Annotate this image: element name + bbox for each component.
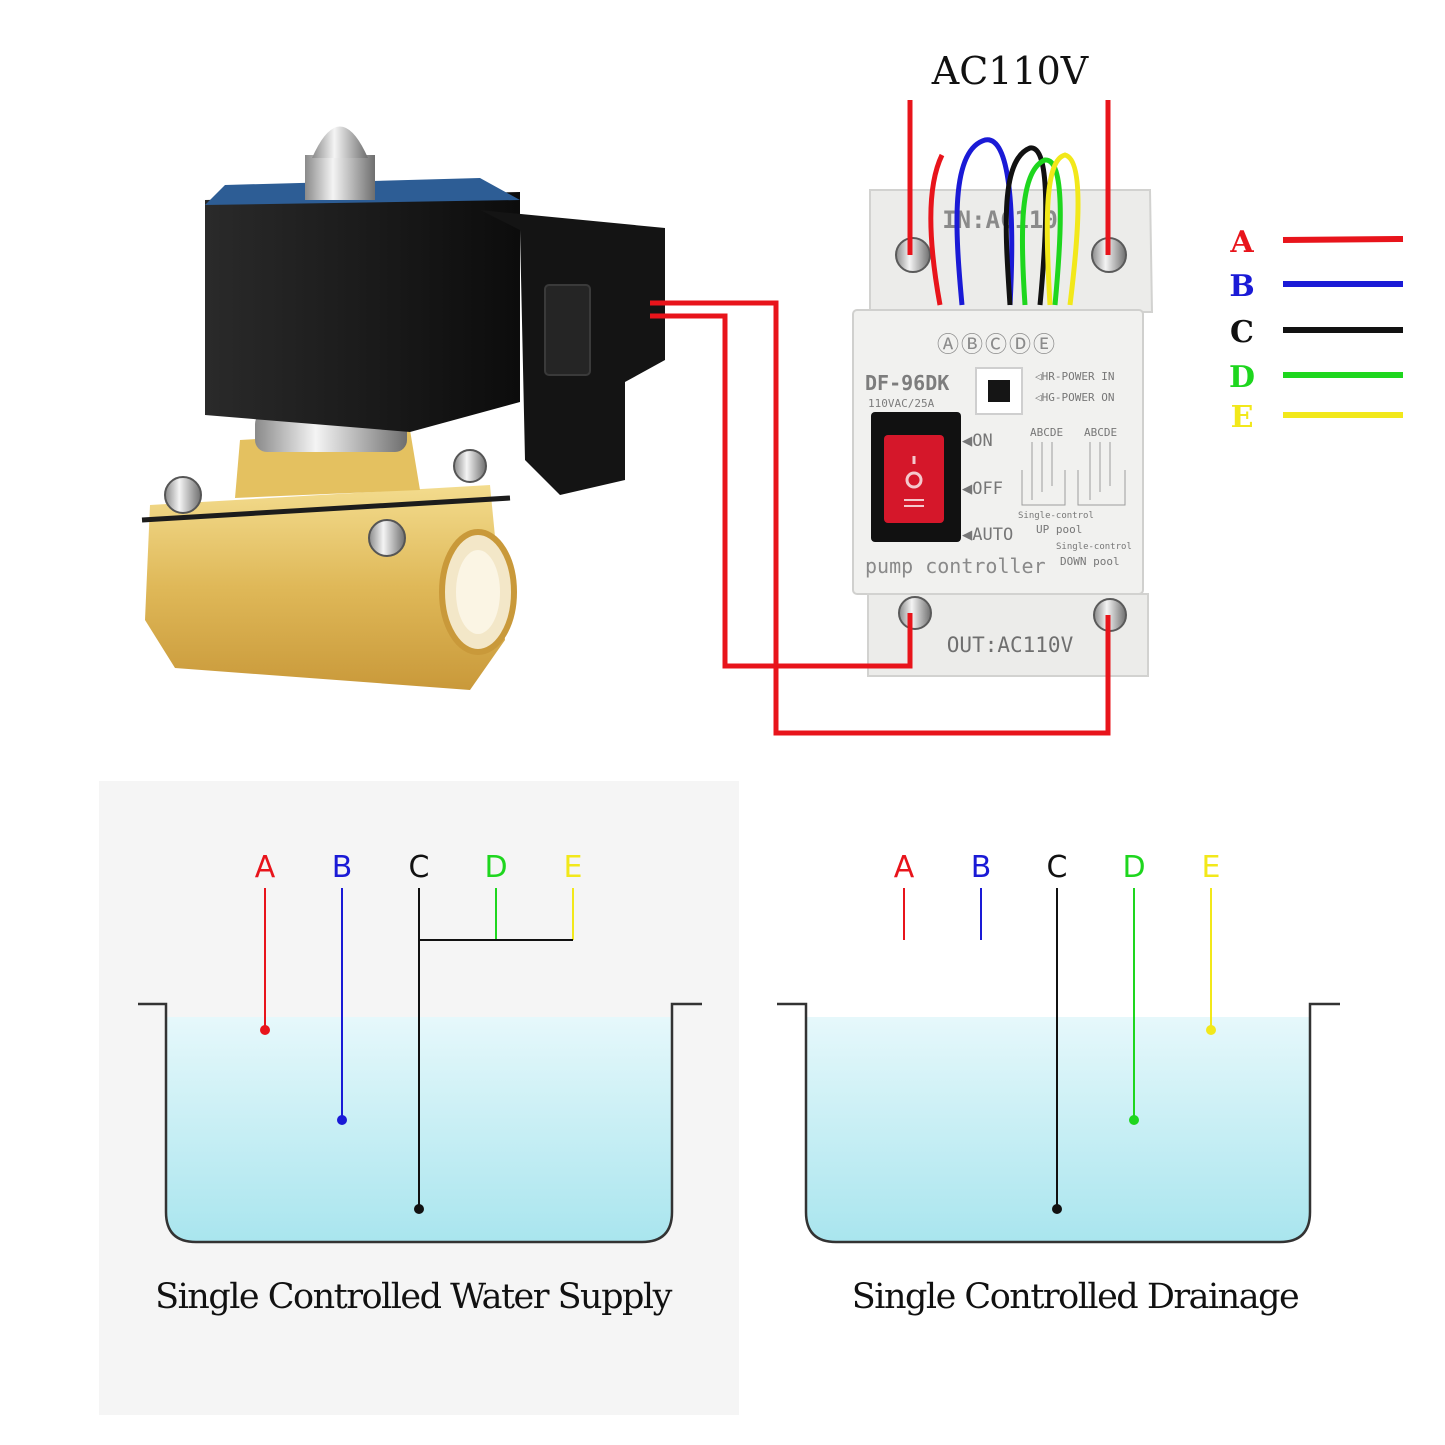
terminal-screw-out-left[interactable]: [898, 596, 932, 630]
valve-port-inner: [456, 550, 500, 634]
controller-letters-down: ABCDE: [1084, 426, 1117, 439]
valve-wire-inner: [650, 313, 913, 669]
drainage-tank: A B C D E Single Controlled Drainage: [777, 850, 1340, 1317]
supply-tank: A B C D E Single Controlled Water Supply: [138, 850, 702, 1317]
electrode-label-d: D: [1122, 850, 1145, 885]
electrode-label-a: A: [894, 850, 915, 885]
sensor-wire-b: [954, 137, 1015, 306]
sensor-wire-d: [1019, 157, 1063, 306]
legend-line-a: [1282, 236, 1404, 243]
controller-led-green-label: ◁HG-POWER ON: [1035, 391, 1114, 404]
valve-nut: [305, 155, 375, 200]
legend-letter-e: E: [1231, 400, 1254, 435]
controller-rating: 110VAC/25A: [868, 397, 935, 410]
supply-tank-wall: [138, 1002, 702, 1244]
controller-led: [988, 380, 1010, 402]
terminal-screw-in-left[interactable]: [895, 237, 931, 273]
controller-input-label: IN:AC110: [942, 206, 1058, 234]
electrode-label-d: D: [484, 850, 507, 885]
switch-off-label: ◀OFF: [962, 479, 1003, 499]
power-label: AC110V: [931, 49, 1089, 93]
electrode-tip-e: [1206, 1025, 1216, 1035]
electrode-label-b: B: [971, 850, 992, 885]
electrode-label-b: B: [332, 850, 353, 885]
legend-letter-a: A: [1229, 225, 1254, 260]
valve-gasket: [141, 495, 511, 523]
legend-letter-c: C: [1230, 315, 1254, 350]
controller-down-line1: Single-control: [1056, 542, 1132, 552]
electrode-tip-c: [1052, 1204, 1062, 1214]
switch-mark-off: [905, 471, 923, 489]
drainage-caption: Single Controlled Drainage: [852, 1277, 1298, 1317]
controller-down-line2: DOWN pool: [1060, 555, 1120, 568]
electrode-label-a: A: [255, 850, 276, 885]
controller-model: DF-96DK: [865, 371, 949, 395]
controller-up-line1: Single-control: [1018, 511, 1094, 521]
valve-screw: [368, 519, 406, 557]
controller-up-line2: UP pool: [1036, 523, 1082, 536]
electrode-tip-d: [1129, 1115, 1139, 1125]
controller-mini-schematic: [1021, 442, 1126, 506]
controller-name: pump controller: [865, 554, 1046, 578]
controller-letters-up: ABCDE: [1030, 426, 1063, 439]
power-wires: [650, 100, 1111, 736]
supply-caption: Single Controlled Water Supply: [155, 1277, 672, 1317]
valve-wire-outer: [650, 300, 1111, 736]
controller-terminal-letters: ⒶⒷⒸⒹⒺ: [937, 333, 1057, 358]
valve-brass-body: [145, 485, 505, 690]
electrode-tip-b: [337, 1115, 347, 1125]
sensor-wire-e: [1044, 152, 1081, 306]
controller-output-label: OUT:AC110V: [947, 633, 1074, 657]
valve-screw: [164, 476, 202, 514]
wire-legend: ABCDE: [1229, 225, 1404, 435]
pump-controller: IN:AC110 ⒶⒷⒸⒹⒺ DF-96DK 110VAC/25A ◁HR-PO…: [852, 137, 1154, 677]
electrode-tip-a: [260, 1025, 270, 1035]
sensor-wire-a: [928, 153, 945, 306]
legend-letter-d: D: [1229, 360, 1255, 395]
valve-screw: [453, 449, 487, 483]
valve-plug-grille: [544, 284, 591, 376]
electrode-label-c: C: [1047, 850, 1068, 885]
switch-on-label: ◀ON: [962, 431, 993, 451]
switch-auto-label: ◀AUTO: [962, 525, 1013, 545]
rocker-switch[interactable]: [884, 435, 944, 523]
controller-led-red-label: ◁HR-POWER IN: [1035, 370, 1114, 383]
electrode-label-c: C: [409, 850, 430, 885]
electrode-tip-c: [414, 1204, 424, 1214]
electrode-label-e: E: [564, 850, 583, 885]
valve-acorn-cap: [312, 126, 368, 158]
drainage-tank-wall: [777, 1002, 1340, 1244]
electrode-label-e: E: [1202, 850, 1221, 885]
solenoid-valve: [141, 126, 665, 690]
legend-letter-b: B: [1229, 269, 1254, 304]
valve-coil: [205, 192, 520, 432]
